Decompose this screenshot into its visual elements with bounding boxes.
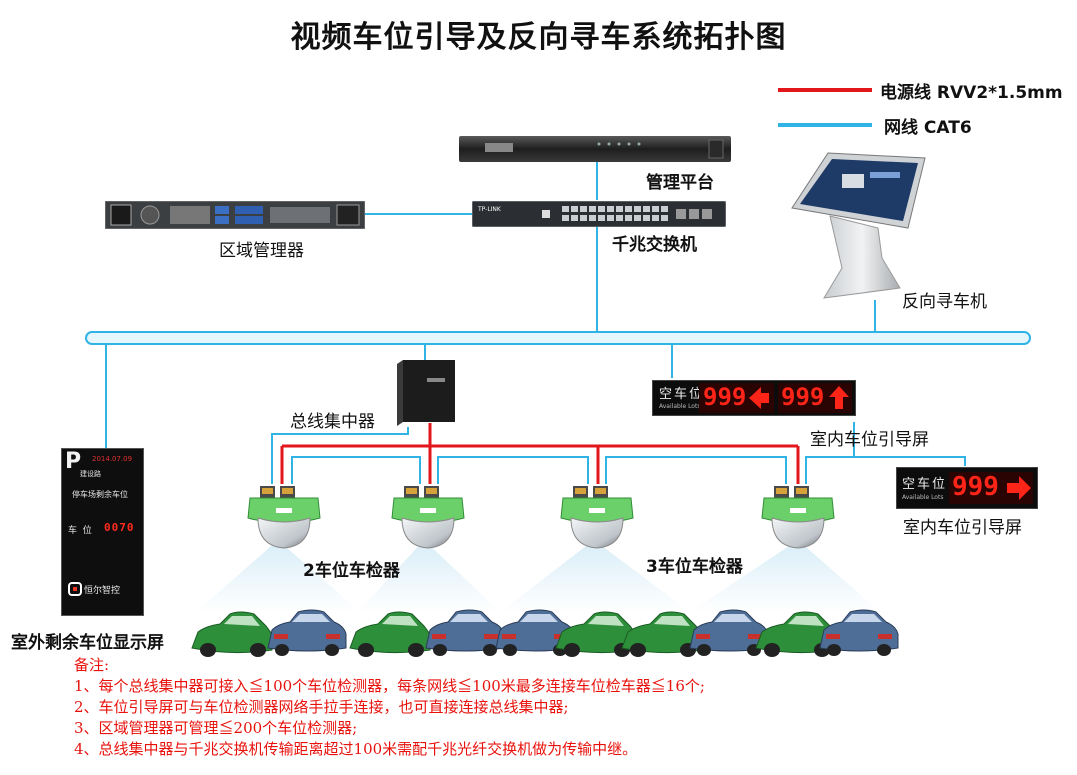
detector-cone-4	[690, 540, 880, 612]
indoor-screen-1: 空车位 Available Lots 999 999	[652, 380, 856, 416]
detector-cone-3	[500, 540, 690, 612]
network-bus	[85, 331, 1031, 345]
note-item: 4、总线集中器与千兆交换机传输距离超过100米需配千兆光纤交换机做为传输中继。	[74, 740, 638, 758]
concentrator-icon	[397, 360, 455, 426]
indoor-screen-1-value-right: 999	[781, 383, 825, 411]
detector-group-b-label: 3车位车检器	[646, 557, 743, 577]
arrow-up-icon	[829, 386, 849, 409]
arrow-right-icon	[1007, 476, 1031, 500]
note-item: 1、每个总线集中器可接入≦100个车位检测器，每条网线≦100米最多连接车位检车…	[74, 677, 705, 695]
area-manager-label: 区域管理器	[219, 241, 304, 261]
indoor-screen-1-sub: Available Lots	[659, 403, 701, 410]
indoor-screen-1-caption: 空车位	[659, 387, 705, 402]
legend-network-label: 网线 CAT6	[884, 118, 972, 138]
page-title: 视频车位引导及反向寻车系统拓扑图	[290, 20, 787, 55]
arrow-left-icon	[749, 387, 769, 409]
indoor-screen-2-value: 999	[952, 472, 999, 502]
indoor-screen-2-label: 室内车位引导屏	[903, 518, 1022, 538]
concentrator-label: 总线集中器	[290, 412, 375, 432]
outdoor-count: 0070	[104, 521, 135, 534]
indoor-screen-1-label: 室内车位引导屏	[810, 430, 929, 450]
outdoor-brand: 恒尔智控	[84, 586, 121, 596]
note-item: 3、区域管理器可管理≦200个车位检测器;	[74, 719, 358, 737]
area-manager-icon	[105, 201, 365, 229]
outdoor-screen-label: 室外剩余车位显示屏	[11, 633, 164, 653]
platform-label: 管理平台	[646, 173, 714, 193]
legend-power-line	[778, 88, 872, 92]
detector-cone-2	[358, 540, 500, 612]
platform-server-icon	[459, 136, 731, 162]
kiosk-label: 反向寻车机	[902, 292, 987, 312]
detector-cone-1	[196, 540, 360, 612]
indoor-screen-2: 空车位 Available Lots 999	[896, 467, 1038, 509]
legend-power-label: 电源线 RVV2*1.5mm	[880, 83, 1063, 103]
indoor-screen-1-value-left: 999	[703, 383, 747, 411]
switch-label: 千兆交换机	[612, 235, 697, 255]
outdoor-date: 2014.07.09	[92, 455, 133, 463]
detector-group-a-label: 2车位车检器	[303, 561, 400, 581]
kiosk-icon	[791, 152, 926, 299]
note-item: 2、车位引导屏可与车位检测器网络手拉手连接，也可直接连接总线集中器;	[74, 698, 569, 716]
notes-heading: 备注:	[74, 656, 110, 674]
indoor-screen-2-sub: Available Lots	[902, 494, 944, 501]
legend-network-line	[778, 123, 872, 127]
outdoor-line1: 建设路	[80, 470, 101, 478]
indoor-screen-2-caption: 空车位	[902, 477, 948, 492]
outdoor-label: 车 位	[68, 526, 92, 536]
parking-p-letter: P	[65, 449, 82, 474]
outdoor-screen: P 2014.07.09 建设路 停车场剩余车位 车 位 0070 恒尔智控	[61, 448, 144, 616]
switch-icon: TP-LINK	[472, 201, 726, 227]
brand-logo-icon	[68, 582, 82, 596]
notes: 备注: 1、每个总线集中器可接入≦100个车位检测器，每条网线≦100米最多连接…	[74, 655, 705, 760]
outdoor-line2: 停车场剩余车位	[72, 490, 128, 499]
switch-brand: TP-LINK	[477, 206, 502, 213]
